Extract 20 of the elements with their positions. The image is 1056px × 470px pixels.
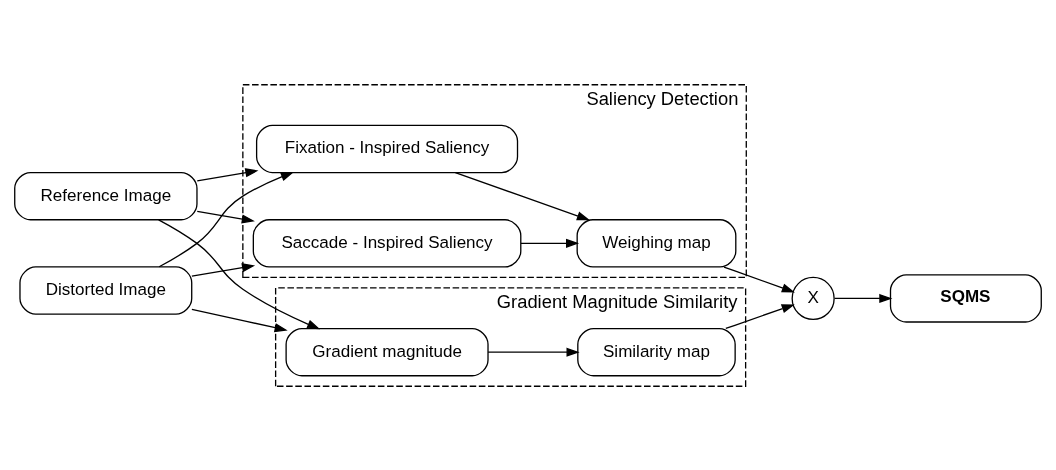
node-box: Weighing map bbox=[576, 218, 737, 268]
arrow bbox=[191, 308, 288, 332]
node-box: Similarity map bbox=[577, 327, 736, 376]
arrow bbox=[725, 303, 795, 329]
arrow bbox=[158, 171, 294, 267]
arrow bbox=[487, 347, 580, 357]
arrow bbox=[454, 171, 591, 220]
arrow bbox=[520, 238, 580, 248]
node-box: Distorted Image bbox=[19, 265, 193, 315]
node-box: Reference Image bbox=[14, 171, 198, 220]
node-circle: X bbox=[791, 276, 835, 320]
arrow bbox=[196, 167, 259, 182]
arrow bbox=[834, 293, 893, 303]
arrow bbox=[158, 218, 321, 329]
arrow bbox=[196, 210, 255, 224]
arrow bbox=[191, 262, 256, 277]
node-box: Saccade - Inspired Saliency bbox=[252, 218, 522, 268]
node-box: SQMS bbox=[889, 273, 1042, 323]
node-box: Fixation - Inspired Saliency bbox=[255, 124, 519, 173]
node-box: Gradient magnitude bbox=[285, 327, 489, 376]
